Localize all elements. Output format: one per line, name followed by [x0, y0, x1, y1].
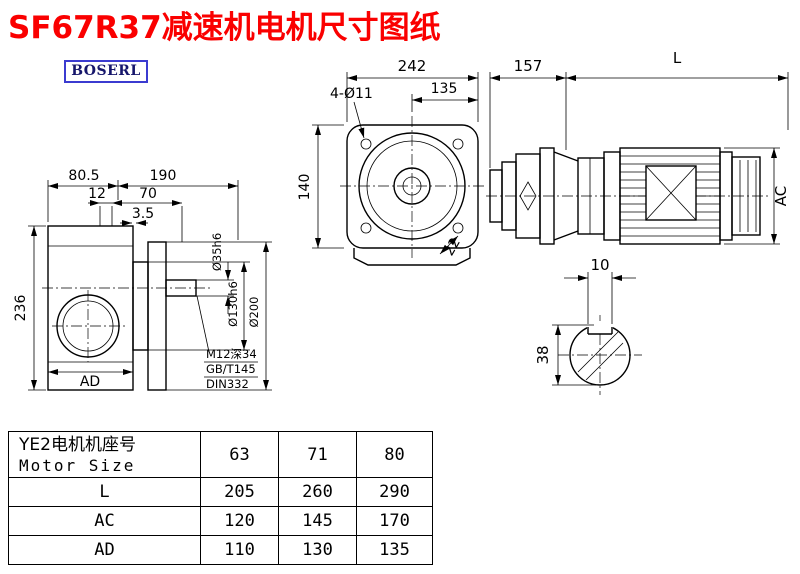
shaft-hub: [132, 261, 149, 351]
dim-140: 140: [297, 174, 313, 201]
front-flange-view: 242 135 4-Ø11 140 22: [297, 57, 484, 266]
bolt-hole: [452, 138, 464, 150]
gearbox-side-view: 80.5 190 12 70 3.5 236 AD Ø35h6 Ø130h6: [13, 168, 272, 391]
table-row-AC: AC 120 145 170: [8, 506, 433, 536]
dim-190: 190: [150, 168, 177, 184]
header-label-en: Motor Size: [19, 455, 136, 475]
dim-AD: AD: [80, 374, 100, 390]
dim-70: 70: [139, 186, 157, 202]
thread-callout: M12深34: [206, 347, 257, 361]
hatch-line: [585, 342, 624, 381]
bore-circle: [402, 176, 422, 196]
dim-bolt-holes: 4-Ø11: [330, 86, 373, 102]
gearbox-body: [47, 225, 134, 391]
row-label: AD: [8, 535, 201, 565]
cell-value: 110: [200, 535, 279, 565]
header-size-71: 71: [278, 431, 357, 478]
standard-gb: GB/T145: [206, 362, 256, 376]
dim-3-5: 3.5: [132, 206, 154, 222]
dim-spigot-dia: Ø130h6: [226, 281, 240, 327]
dim-shaft-dia: Ø35h6: [210, 233, 224, 271]
dimension-drawing: 242 135 4-Ø11 140 22: [13, 49, 790, 395]
hatch-line: [577, 331, 619, 373]
table-header-row: YE2电机机座号 Motor Size 63 71 80: [8, 431, 433, 478]
motor-side-view: 157 L AC: [486, 49, 790, 245]
page-title: SF67R37减速机电机尺寸图纸: [8, 10, 441, 46]
dim-38: 38: [534, 345, 552, 364]
shaft-section-view: 10 38: [534, 256, 642, 395]
dim-135: 135: [431, 81, 458, 97]
output-flange-edge: [147, 241, 167, 391]
dim-80-5: 80.5: [68, 168, 99, 184]
cell-value: 260: [278, 477, 357, 507]
dim-AC: AC: [772, 186, 790, 206]
fan-cover: [731, 156, 761, 236]
housing-bottom: [353, 248, 471, 266]
motor-size-table: YE2电机机座号 Motor Size 63 71 80 L 205 260 2…: [8, 431, 433, 565]
row-label: AC: [8, 506, 201, 536]
dim-242: 242: [398, 57, 427, 75]
cell-value: 290: [356, 477, 433, 507]
cell-value: 135: [356, 535, 433, 565]
dim-flange-dia: Ø200: [247, 296, 261, 327]
housing-detail: [519, 181, 537, 211]
row-label: L: [8, 477, 201, 507]
header-label-cell: YE2电机机座号 Motor Size: [8, 431, 201, 478]
cell-value: 145: [278, 506, 357, 536]
cell-value: 130: [278, 535, 357, 565]
dim-236: 236: [13, 295, 29, 322]
dim-L: L: [673, 49, 682, 67]
header-size-80: 80: [356, 431, 433, 478]
standard-din: DIN332: [206, 377, 249, 391]
adapter-flange: [539, 147, 555, 245]
dim-22: 22: [441, 235, 464, 258]
bolt-hole: [452, 222, 464, 234]
cell-value: 120: [200, 506, 279, 536]
cell-value: 205: [200, 477, 279, 507]
table-row-L: L 205 260 290: [8, 477, 433, 507]
dim-10: 10: [590, 256, 609, 274]
header-size-63: 63: [200, 431, 279, 478]
bolt-hole: [360, 138, 372, 150]
table-row-AD: AD 110 130 135: [8, 535, 433, 565]
flange-circle-spigot: [366, 140, 458, 232]
header-label-cn: YE2电机机座号: [19, 434, 136, 455]
flange-outline: [346, 124, 479, 249]
bolt-hole: [360, 222, 372, 234]
boserl-logo: BOSERL: [64, 60, 148, 83]
hub-circle: [393, 167, 431, 205]
cell-value: 170: [356, 506, 433, 536]
flange-circle-outer: [358, 132, 466, 240]
dim-157: 157: [514, 57, 543, 75]
dim-12: 12: [88, 186, 106, 202]
